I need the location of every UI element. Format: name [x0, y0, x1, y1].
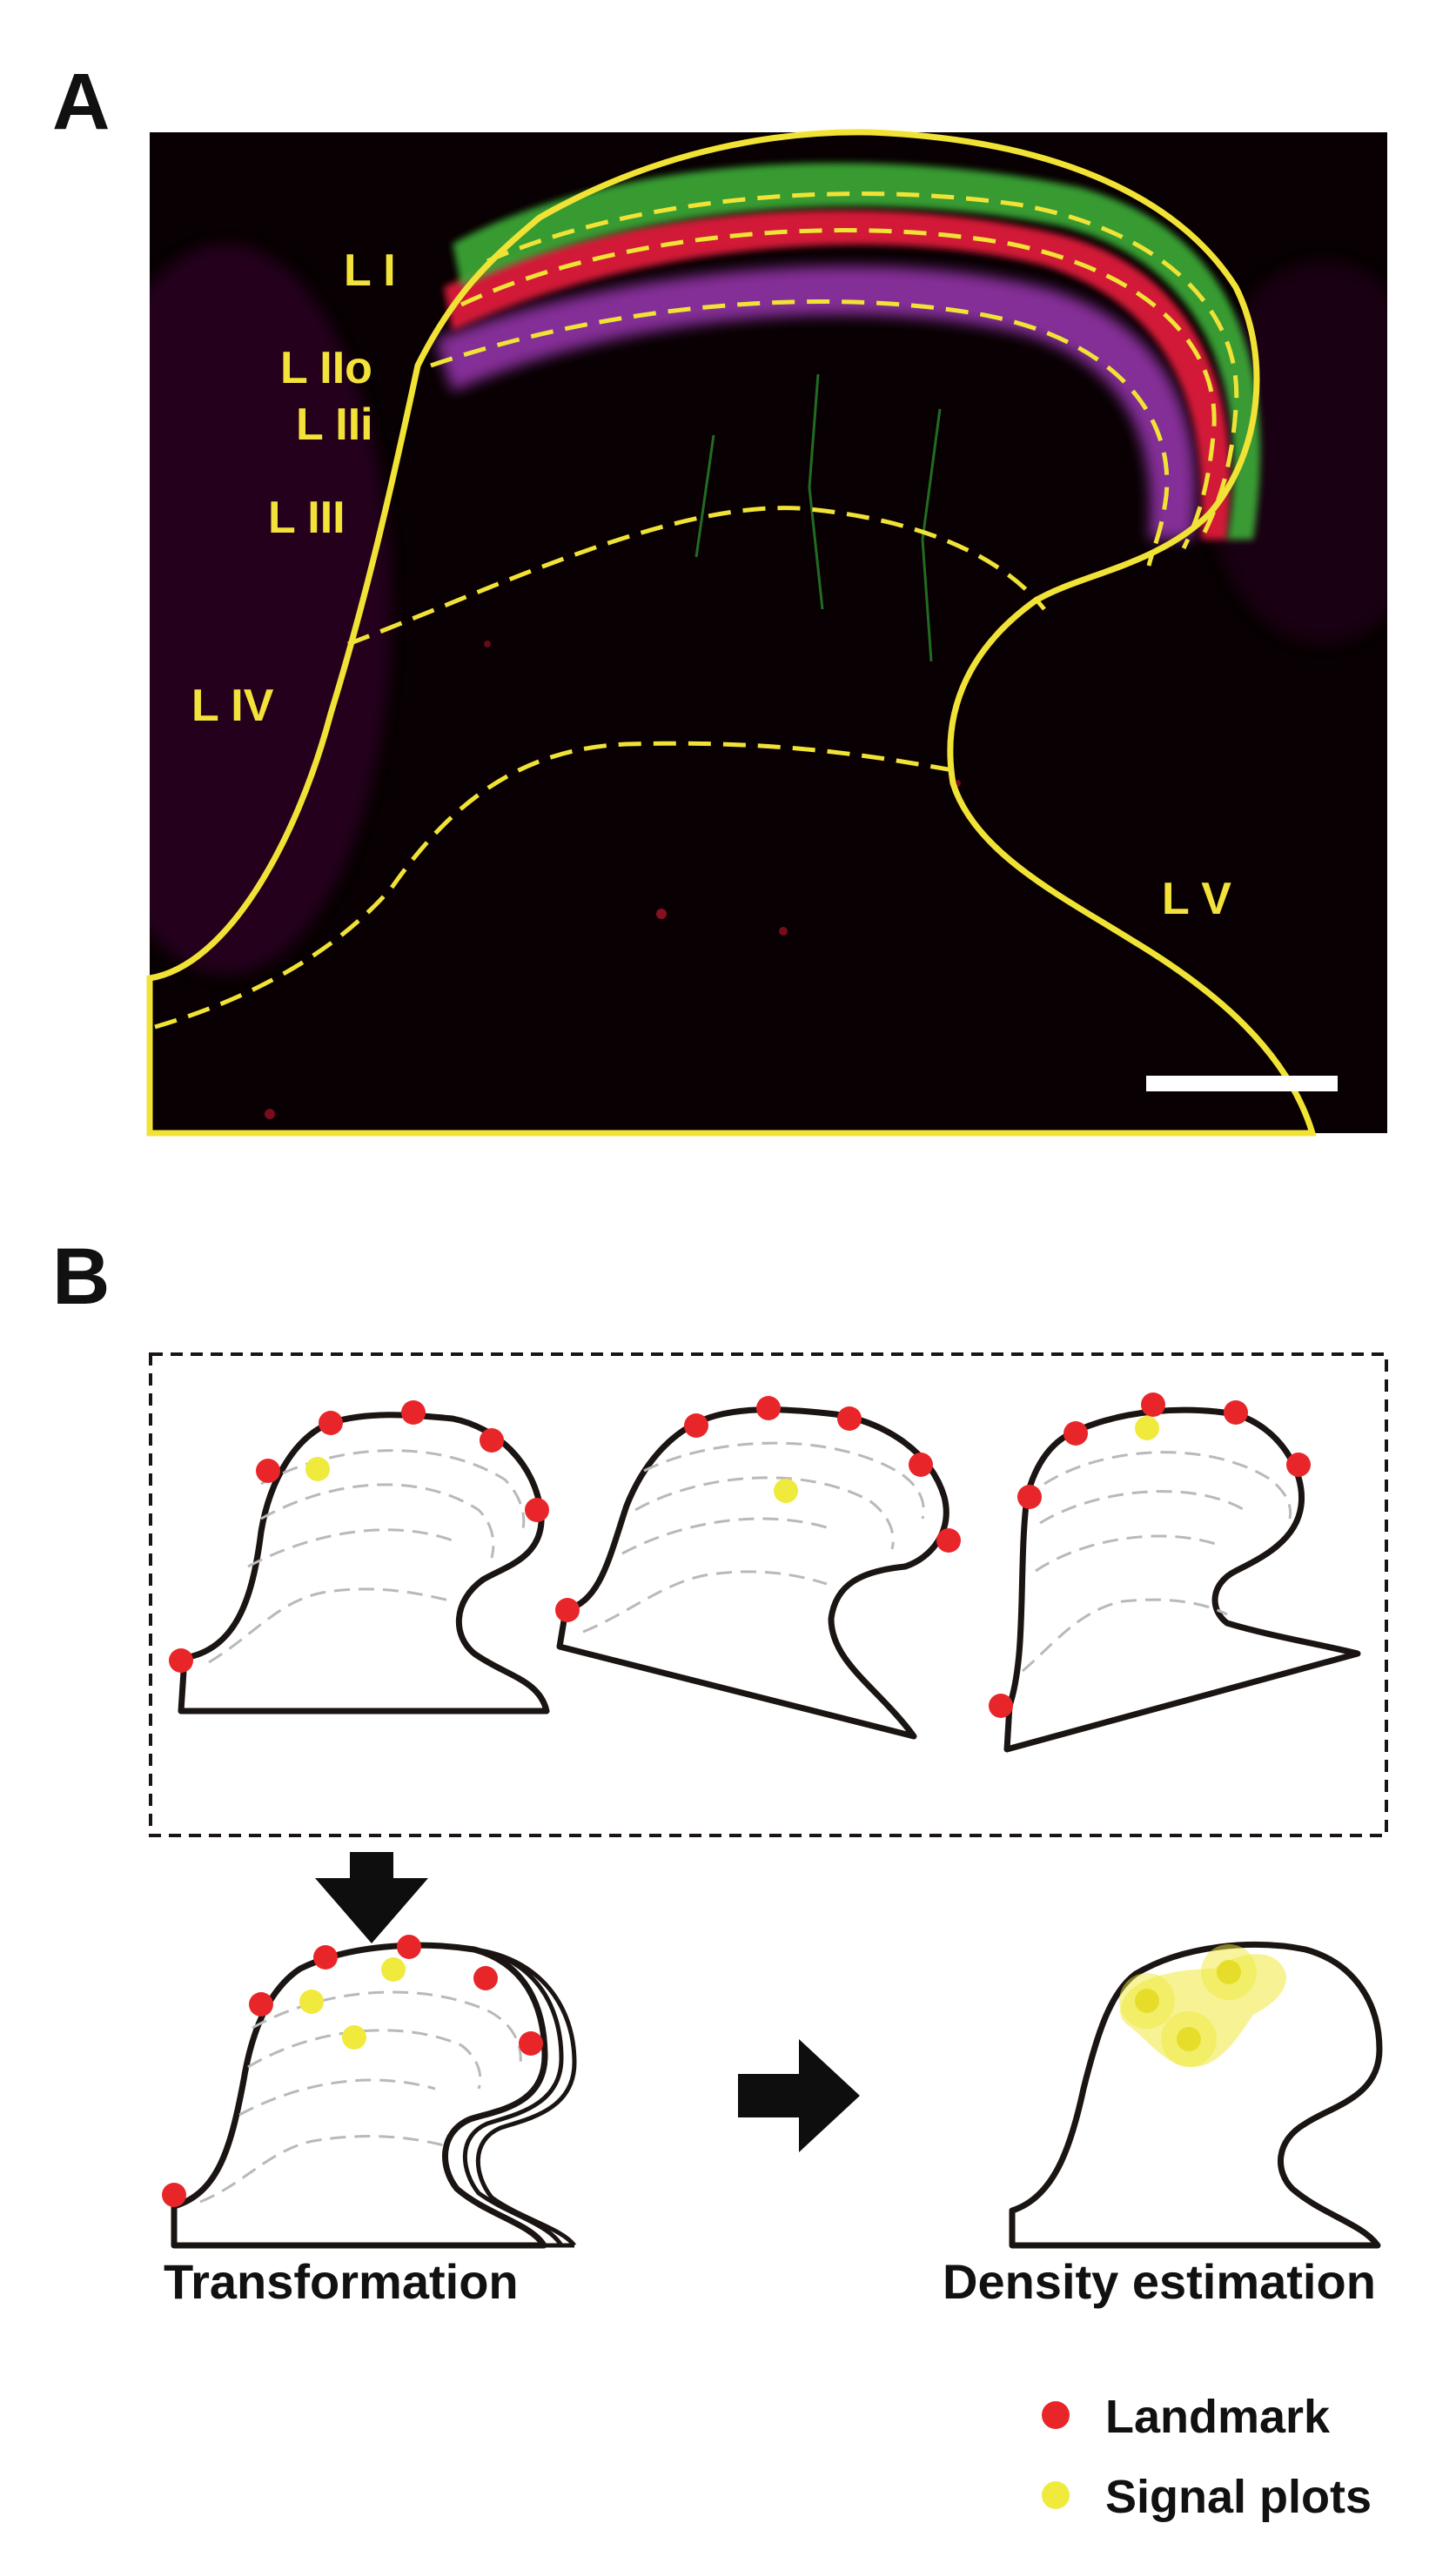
section-1: [169, 1400, 550, 1715]
layer-label-l3: L III: [268, 493, 346, 543]
section-3: [989, 1392, 1361, 1753]
signal-dot: [1177, 2027, 1201, 2051]
layer-label-l4: L IV: [191, 681, 274, 731]
right-arrow-icon: [738, 2039, 860, 2152]
legend-signal-label: Signal plots: [1105, 2471, 1372, 2523]
boundary-l4: [154, 741, 954, 1030]
landmark-dot: [555, 1598, 580, 1622]
boundary-l1: [486, 191, 1239, 541]
signal-dot: [305, 1457, 330, 1481]
density-estimation-shape: [1009, 1942, 1383, 2249]
caption-density-estimation: Density estimation: [943, 2254, 1376, 2309]
legend-signal-marker: [1042, 2481, 1070, 2509]
layer-label-l1: L I: [344, 245, 396, 296]
landmark-dot: [519, 2031, 543, 2056]
landmark-dot: [1286, 1453, 1311, 1477]
signal-dot: [299, 1990, 324, 2014]
landmark-dot: [989, 1694, 1013, 1718]
panel-a-letter: A: [52, 57, 110, 146]
legend: Landmark Signal plots: [1042, 2391, 1372, 2523]
landmark-dot: [1063, 1421, 1088, 1446]
landmark-dot: [169, 1648, 193, 1673]
micrograph: L I L IIo L IIi L III L IV L V: [146, 129, 1387, 1137]
scale-bar: [1146, 1076, 1338, 1091]
landmark-dot: [837, 1406, 862, 1431]
landmark-dot: [162, 2183, 186, 2207]
landmark-dot: [1141, 1392, 1165, 1417]
caption-transformation: Transformation: [164, 2254, 519, 2309]
signal-dot: [342, 2025, 366, 2050]
panel-b-letter: B: [52, 1232, 110, 1321]
signal-dot: [1135, 1989, 1159, 2013]
legend-landmark-label: Landmark: [1105, 2391, 1331, 2443]
landmark-dot: [313, 1945, 338, 1970]
landmark-dot: [1017, 1485, 1042, 1509]
landmark-dot: [401, 1400, 426, 1425]
landmark-dot: [319, 1411, 343, 1435]
boundary-l2i: [430, 299, 1170, 567]
signal-dot: [774, 1479, 798, 1503]
section-2: [555, 1396, 961, 1740]
layer-label-l2i: L IIi: [296, 399, 373, 450]
landmark-dot: [909, 1453, 933, 1477]
landmark-dot: [473, 1966, 498, 1990]
landmark-dot: [936, 1528, 961, 1553]
landmark-dot: [480, 1428, 504, 1453]
layer-label-l2o: L IIo: [280, 343, 372, 393]
input-sections-box: [149, 1352, 1388, 1837]
down-arrow-icon: [315, 1852, 428, 1943]
landmark-dot: [1224, 1400, 1248, 1425]
landmark-dot: [684, 1413, 708, 1438]
signal-dot: [381, 1957, 406, 1982]
landmark-dot: [249, 1992, 273, 2017]
layer-label-l5: L V: [1162, 874, 1231, 924]
landmark-dot: [525, 1498, 549, 1522]
boundary-l3: [347, 506, 1046, 647]
signal-dot: [1217, 1960, 1241, 1984]
transformation-overlay: [162, 1935, 577, 2249]
region-outline: [146, 129, 1317, 1137]
landmark-dot: [256, 1459, 280, 1483]
signal-dot: [1135, 1416, 1159, 1440]
landmark-dot: [756, 1396, 781, 1420]
landmark-dot: [397, 1935, 421, 1959]
legend-landmark-marker: [1042, 2401, 1070, 2429]
